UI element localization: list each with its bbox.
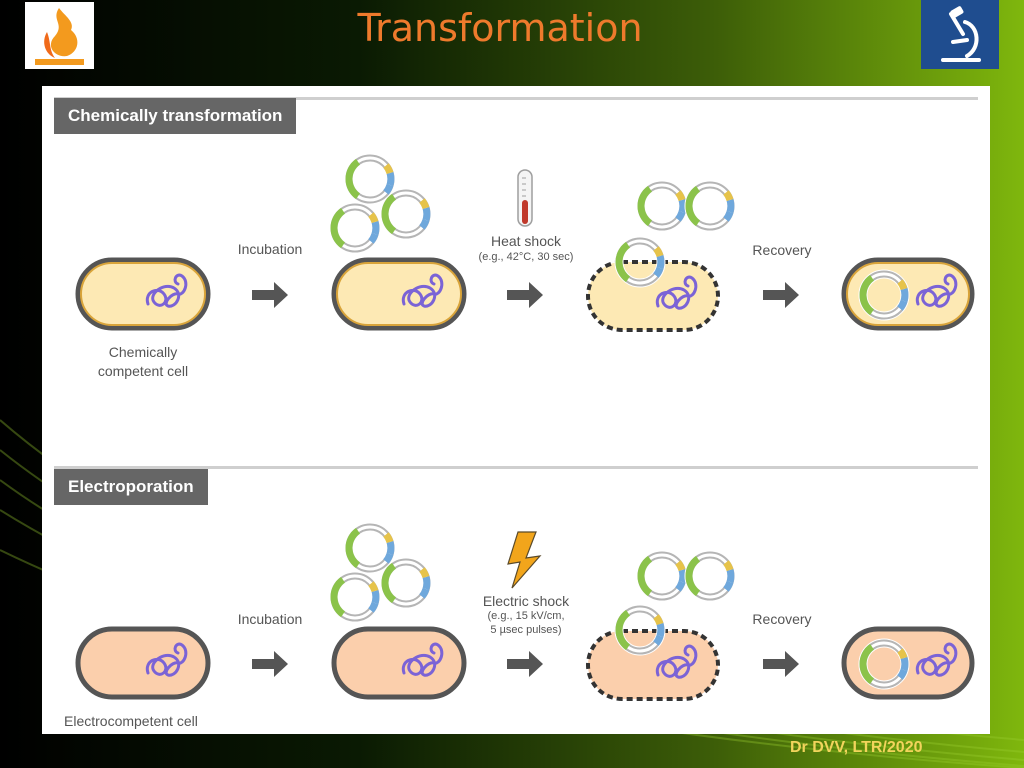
transformed-cell [841,257,975,331]
section-heading-electroporation: Electroporation [54,469,208,505]
microscope-logo [921,0,999,69]
arrow-incubation [252,282,288,308]
plasmid [385,562,427,604]
step-label-heat-shock: Heat shock [490,233,562,249]
slide-footer: Dr DVV, LTR/2020 [790,739,923,756]
step-label-electric-shock: Electric shock [482,593,570,609]
step-label-incubation: Incubation [237,241,303,257]
chemically-competent-cell [75,257,211,331]
cell-with-plasmids [334,158,467,331]
thermometer-icon [517,169,533,227]
arrow-recovery [763,651,799,677]
section-divider [54,466,978,469]
transformed-cell [841,626,975,700]
diagram-panel: Chemically transformation Electroporatio… [42,86,990,734]
plasmid [334,207,376,249]
plasmid [349,527,391,569]
arrow-electric-shock [507,651,543,677]
electric-shock-detail-line2: 5 µsec pulses) [490,624,562,636]
plasmid [641,185,683,227]
plasmid [689,185,731,227]
institution-logo [25,2,94,69]
cell-label-chemical-line2: competent cell [97,363,189,379]
heat-shock-detail: (e.g., 42°C, 30 sec) [478,251,574,263]
arrow-recovery [763,282,799,308]
lightning-bolt-icon [507,531,542,589]
plasmid [385,193,427,235]
arrow-heat-shock [507,282,543,308]
arrow-incubation [252,651,288,677]
electro-shocked-cell [586,555,731,701]
plasmid [349,158,391,200]
step-label-recovery: Recovery [752,611,812,627]
section-divider [54,97,978,100]
electrocompetent-cell [75,626,211,700]
cell-label-chemical-line1: Chemically [108,344,178,360]
section-heading-chemical: Chemically transformation [54,98,297,134]
cell-label-electro: Electrocompetent cell [64,713,198,729]
plasmid [689,555,731,597]
plasmid [641,555,683,597]
slide-title: Transformation [357,6,643,50]
heat-shocked-cell [586,185,731,332]
step-label-incubation: Incubation [237,611,303,627]
plasmid [334,576,376,618]
transformation-diagram [75,86,975,701]
cell-with-plasmids [334,527,467,700]
step-label-recovery: Recovery [752,242,812,258]
electric-shock-detail-line1: (e.g., 15 kV/cm, [487,610,565,622]
